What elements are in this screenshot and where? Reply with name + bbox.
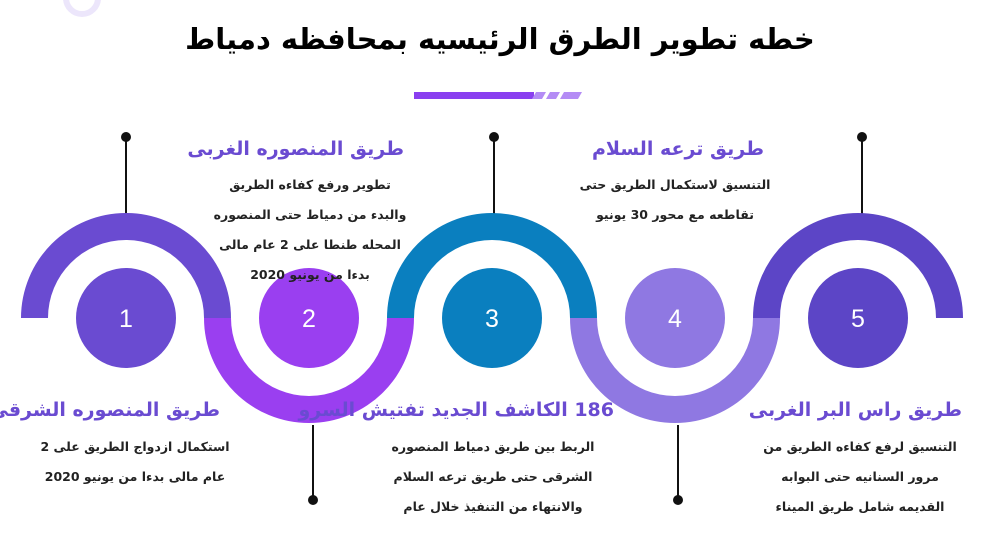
connector-dot-2: [308, 495, 318, 505]
decor-ring: [63, 0, 101, 17]
step-number-1: 1: [119, 305, 133, 333]
step-number-3: 3: [485, 305, 499, 333]
step-text-line: عام مالى بدءا من يونيو 2020: [44, 469, 226, 484]
step-number-4: 4: [668, 305, 682, 333]
connector-dot-3: [489, 132, 499, 142]
step-text-line: والبدء من دمياط حتى المنصوره: [213, 207, 407, 222]
step-heading-3: 186 الكاشف الجديد تفتيش السرو: [298, 399, 615, 421]
step-text-line: التنسيق لرفع كفاءه الطريق من: [763, 439, 957, 454]
connector-dot-1: [121, 132, 131, 142]
step-text-3: الربط بين طريق دمياط المنصوره الشرقى حتى…: [378, 432, 608, 522]
connector-dot-5: [857, 132, 867, 142]
step-number-2: 2: [302, 305, 316, 333]
step-text-line: بدءا من يونيو 2020: [250, 267, 370, 282]
step-circle-2: [259, 268, 359, 368]
step-text-line: الشرقى حتى طريق ترعه السلام: [393, 469, 593, 484]
wave-arc-3: [387, 213, 597, 318]
step-circle-3: [442, 268, 542, 368]
title-underline-stripe: [532, 92, 546, 99]
page-title: خطه تطوير الطرق الرئيسيه بمحافظه دمياط: [185, 22, 815, 56]
step-number-5: 5: [851, 305, 865, 333]
step-circle-5: [808, 268, 908, 368]
step-heading-4: طريق ترعه السلام: [592, 138, 764, 160]
step-text-1: استكمال ازدواج الطريق على 2 عام مالى بدء…: [20, 432, 250, 492]
title-underline-stripe: [546, 92, 560, 99]
step-text-line: الربط بين طريق دمياط المنصوره: [391, 439, 595, 454]
title-underline-stripe: [560, 92, 582, 99]
title-underline: [414, 92, 534, 99]
step-circle-4: [625, 268, 725, 368]
step-text-line: تقاطعه مع محور 30 يونيو: [596, 207, 754, 222]
wave-arc-2: [204, 318, 414, 423]
step-text-4: التنسيق لاستكمال الطريق حتى تقاطعه مع مح…: [560, 170, 790, 230]
connector-dot-4: [673, 495, 683, 505]
step-circle-1: [76, 268, 176, 368]
step-text-line: والانتهاء من التنفيذ خلال عام: [403, 499, 583, 514]
wave-arc-1: [21, 213, 231, 318]
step-text-2: تطوير ورفع كفاءه الطريق والبدء من دمياط …: [195, 170, 425, 290]
step-heading-2: طريق المنصوره الغربى: [187, 138, 404, 160]
step-text-line: التنسيق لاستكمال الطريق حتى: [579, 177, 771, 192]
step-text-5: التنسيق لرفع كفاءه الطريق من مرور السنان…: [745, 432, 975, 522]
step-heading-1: طريق المنصوره الشرقى: [0, 399, 220, 421]
step-text-line: المحله طنطا على 2 عام مالى: [219, 237, 401, 252]
step-text-line: استكمال ازدواج الطريق على 2: [40, 439, 230, 454]
step-text-line: القديمه شامل طريق الميناء: [775, 499, 945, 514]
wave-arc-5: [753, 213, 963, 318]
step-text-line: مرور السنانيه حتى البوابه: [781, 469, 939, 484]
wave-arc-4: [570, 318, 780, 423]
step-text-line: تطوير ورفع كفاءه الطريق: [229, 177, 391, 192]
step-heading-5: طريق راس البر الغربى: [748, 399, 962, 421]
